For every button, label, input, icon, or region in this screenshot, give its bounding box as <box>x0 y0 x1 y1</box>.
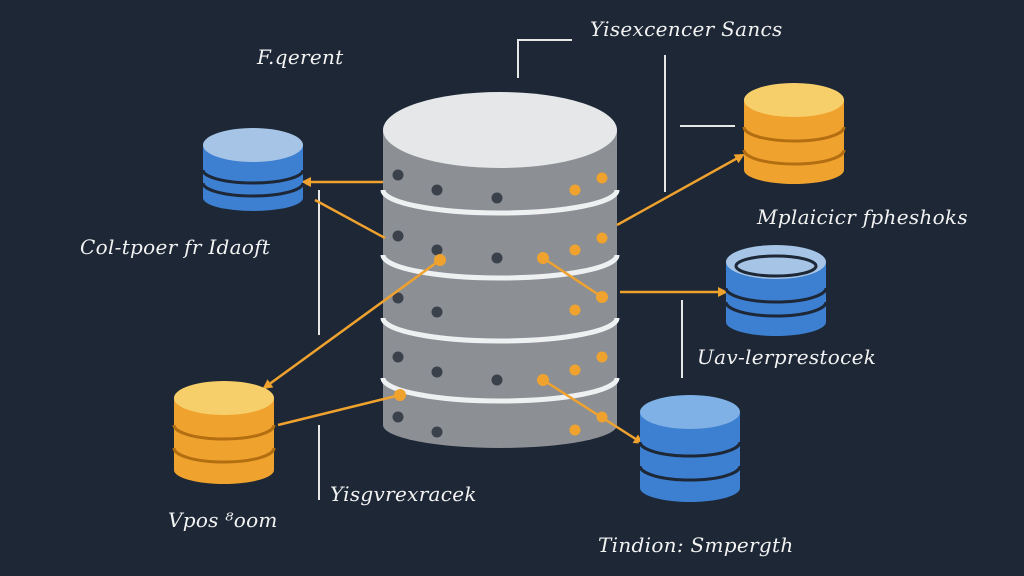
label-right-lower: Tindion: Smpergth <box>598 533 794 557</box>
label-left-upper: Col-tpoer fr Idaoft <box>80 235 271 259</box>
blue-database-icon-right-lower <box>638 395 742 502</box>
label-left-lower: Vpos ⁸oom <box>168 508 278 532</box>
central-database-icon <box>380 92 620 448</box>
blue-database-icon-right-middle <box>724 245 828 336</box>
label-right-upper: Mplaicicr fpheshoks <box>757 205 968 229</box>
connector-arrows <box>262 153 745 445</box>
label-top-left: F.qerent <box>257 45 344 69</box>
label-right-middle: Uav-lerprestocek <box>697 345 877 369</box>
label-top-center: Yisexcencer Sancs <box>590 17 783 41</box>
orange-database-icon-left <box>172 381 276 484</box>
orange-database-icon-right <box>742 83 846 184</box>
label-bottom-center: Yisgvrexracek <box>330 482 477 506</box>
blue-database-icon-left <box>201 128 305 211</box>
annotation-lines <box>318 39 735 500</box>
